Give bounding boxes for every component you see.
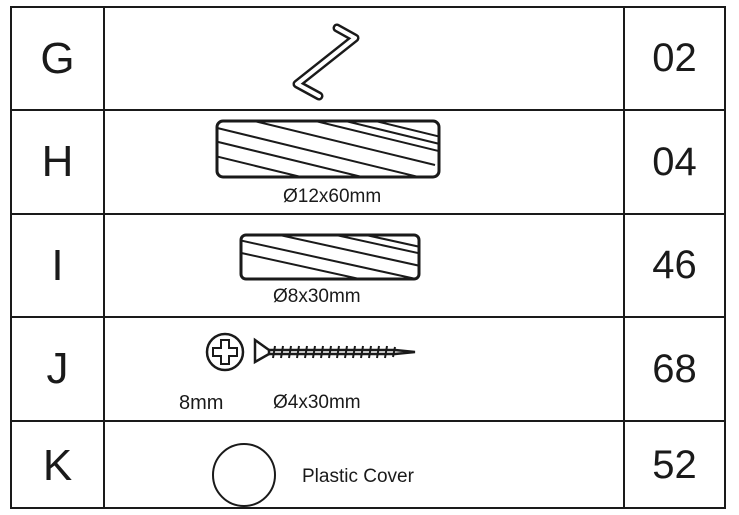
part-illustration: 8mm Ø4x30mm — [105, 318, 623, 420]
part-size-label: Ø4x30mm — [273, 392, 361, 413]
part-quantity: 52 — [623, 422, 724, 509]
part-letter: I — [12, 215, 105, 316]
part-name-label: Plastic Cover — [302, 466, 414, 487]
part-illustration: Ø12x60mm — [105, 111, 623, 213]
screw-icon — [205, 332, 416, 372]
hex-key-icon — [292, 23, 360, 101]
part-letter: J — [12, 318, 105, 420]
part-row-h: H Ø12x60mm 04 — [12, 111, 724, 215]
plastic-cover-icon — [212, 443, 276, 507]
part-illustration: Plastic Cover — [105, 422, 623, 509]
screw-head-size-label: 8mm — [179, 392, 224, 414]
part-illustration — [105, 8, 623, 109]
part-row-k: K Plastic Cover 52 — [12, 422, 724, 509]
part-quantity: 68 — [623, 318, 724, 420]
part-illustration: Ø8x30mm — [105, 215, 623, 316]
hardware-parts-table: G 02 H — [10, 6, 726, 509]
wooden-dowel-icon — [215, 119, 441, 179]
part-size-label: Ø12x60mm — [283, 186, 382, 207]
part-row-i: I Ø8x30mm 46 — [12, 215, 724, 318]
part-letter: G — [12, 8, 105, 109]
part-row-j: J — [12, 318, 724, 422]
part-quantity: 46 — [623, 215, 724, 316]
wooden-dowel-icon — [239, 233, 421, 281]
part-size-label: Ø8x30mm — [273, 286, 361, 307]
part-row-g: G 02 — [12, 8, 724, 111]
part-letter: K — [12, 422, 105, 509]
part-letter: H — [12, 111, 105, 213]
part-quantity: 02 — [623, 8, 724, 109]
part-quantity: 04 — [623, 111, 724, 213]
